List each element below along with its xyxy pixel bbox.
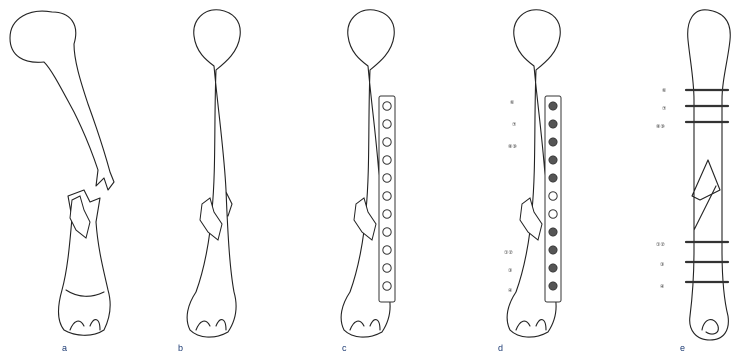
panel-label-c: c bbox=[342, 343, 347, 353]
panel-d-label-top-1: ⑥ bbox=[510, 100, 515, 106]
panel-a-proximal-fragment bbox=[10, 11, 114, 190]
panel-e-label-bottom-3: ④ bbox=[660, 284, 665, 290]
panel-d-label-bottom-3: ④ bbox=[508, 288, 513, 294]
panel-label-b: b bbox=[178, 343, 183, 353]
panel-label-e: e bbox=[680, 343, 685, 353]
panel-a-illustration bbox=[10, 11, 114, 335]
panel-b-humerus bbox=[187, 10, 240, 337]
panel-d-label-bottom-2: ③ bbox=[508, 268, 512, 274]
panel-e-label-bottom-2: ③ bbox=[660, 262, 664, 268]
panel-b-illustration bbox=[187, 10, 240, 337]
panel-e-label-top-3: ⑧⑨ bbox=[656, 124, 665, 130]
panel-d-label-bottom-1: ①② bbox=[504, 250, 513, 256]
panel-label-a: a bbox=[62, 343, 67, 353]
panel-d-label-top-3: ⑧⑨ bbox=[508, 144, 517, 150]
panel-label-d: d bbox=[498, 343, 503, 353]
panel-e-humerus bbox=[688, 10, 731, 340]
panel-e-label-top-2: ⑦ bbox=[662, 106, 667, 112]
panel-e-label-bottom-1: ①② bbox=[656, 242, 665, 248]
panel-d-label-top-2: ⑦ bbox=[512, 122, 517, 128]
panel-d-illustration: ⑥ ⑦ ⑧⑨ ①② ③ ④ bbox=[504, 10, 561, 337]
panel-e-label-top-1: ⑥ bbox=[662, 88, 667, 94]
panel-e-illustration: ⑥ ⑦ ⑧⑨ ①② ③ ④ bbox=[656, 10, 730, 340]
panel-c-illustration bbox=[341, 10, 395, 337]
